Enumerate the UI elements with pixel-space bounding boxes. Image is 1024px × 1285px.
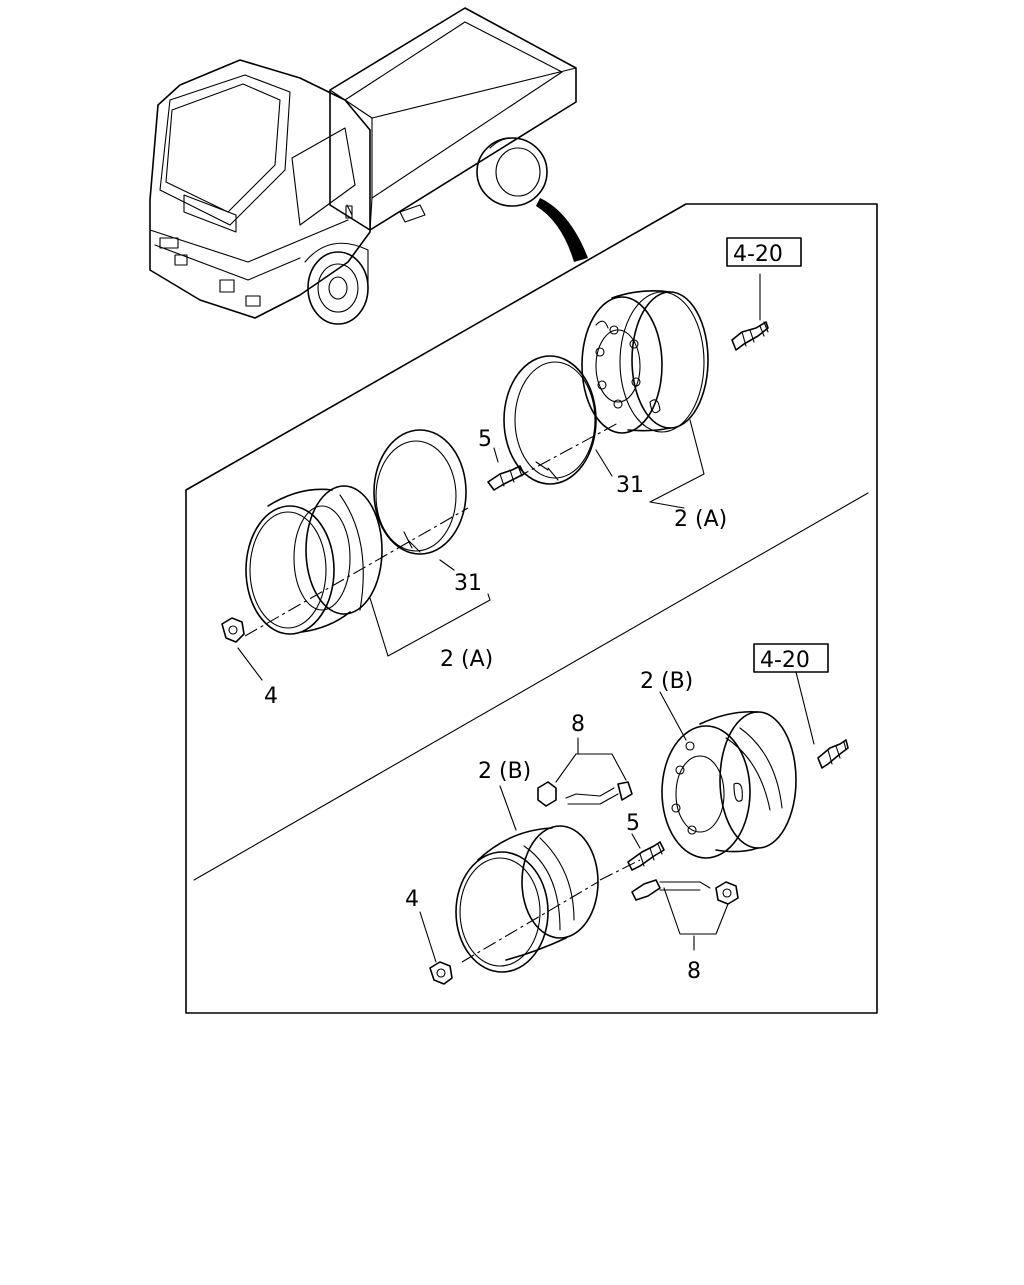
part-labels: 4-20 4-20 2 (A) 2 (A) 31 31 5 4 2 (B) 2 … [264,242,810,984]
part-label-2b-right: 2 (B) [640,669,693,694]
rim-assembly-a [221,237,802,681]
part-label-2a-right: 2 (A) [674,507,727,532]
part-label-4-top: 4 [264,684,278,709]
side-ring-a-left [373,429,467,555]
valve-extension-b-bottom [631,879,739,905]
side-ring-a-right [503,355,597,485]
hub-bolt-b [817,739,849,769]
ref-box-bottom [753,643,829,673]
part-label-5-bottom: 5 [626,811,640,836]
part-label-4-bottom: 4 [405,887,419,912]
rim-b-outer [455,825,599,973]
part-label-2a-left: 2 (A) [440,647,493,672]
rim-b-disc [661,710,797,859]
wheel-nut-b [429,961,453,985]
stud-bolt-a [487,465,525,491]
ref-label-bottom: 4-20 [760,648,810,673]
part-label-8-top: 8 [571,712,585,737]
stud-bolt-b [627,841,665,871]
rim-a-outer [245,485,383,635]
ref-label-top: 4-20 [733,242,783,267]
part-label-5-top: 5 [478,427,492,452]
rim-a-disc [581,290,709,434]
part-label-31-right: 31 [616,473,644,498]
wheel-nut-a [221,617,245,643]
hub-bolt-a [731,321,769,351]
valve-extension-b-top [537,781,633,807]
part-label-31-left: 31 [454,571,482,596]
ref-box-top [726,237,802,267]
truck-illustration [149,7,588,325]
part-label-2b-left: 2 (B) [478,759,531,784]
part-label-8-bottom: 8 [687,959,701,984]
diagram-frame [185,203,878,1014]
rim-assembly-b [419,643,849,985]
